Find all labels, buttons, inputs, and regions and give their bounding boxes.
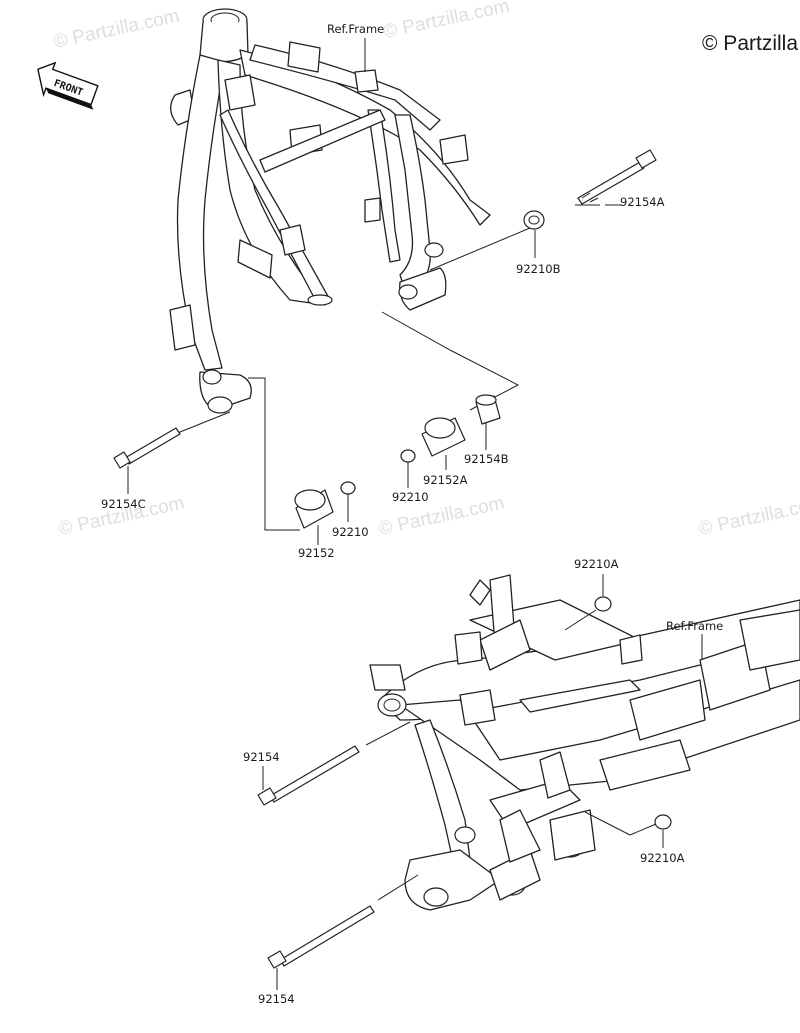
bolt-92154A	[577, 149, 657, 205]
callout-92210-right: 92210	[392, 490, 429, 504]
top-callout-leaders	[127, 38, 536, 545]
callout-92154C: 92154C	[101, 497, 146, 511]
callout-labels: Ref.Frame 92154A 92210B 92154B 92152A 92…	[101, 22, 723, 1006]
nut-92210-left	[340, 481, 356, 495]
nut-92210-right	[400, 449, 416, 463]
callout-92210A-top: 92210A	[574, 557, 619, 571]
callout-92152: 92152	[298, 546, 335, 560]
callout-92210B: 92210B	[516, 262, 561, 276]
callout-92154B: 92154B	[464, 452, 509, 466]
nut-92210B	[523, 210, 545, 230]
bolt-92154-mid	[257, 745, 360, 806]
bottom-leader-lines	[262, 574, 703, 990]
brand-logo: © Partzilla	[702, 32, 798, 55]
collar-92154B	[475, 394, 501, 425]
frame-bottom-view	[369, 574, 800, 911]
watermark: © Partzilla.com	[52, 6, 182, 53]
callout-92210A-bottom: 92210A	[640, 851, 685, 865]
callout-92152A: 92152A	[423, 473, 468, 487]
top-leader-lines	[174, 204, 622, 531]
watermark: © Partzilla.com	[697, 493, 800, 540]
ref-frame-label-top: Ref.Frame	[327, 22, 384, 36]
callout-92210-left: 92210	[332, 525, 369, 539]
frame-top-view	[169, 8, 491, 414]
watermark: © Partzilla.com	[382, 0, 512, 43]
ref-frame-label-bottom: Ref.Frame	[666, 619, 723, 633]
spacer-92152	[294, 489, 334, 529]
front-arrow-icon: FRONT	[37, 61, 99, 110]
bolt-92154C	[113, 427, 181, 469]
nut-92210A-top	[594, 596, 612, 612]
spacer-92152A	[421, 417, 466, 457]
bolt-92154-bottom	[267, 905, 375, 969]
callout-92154-mid: 92154	[243, 750, 280, 764]
callout-92154-bottom: 92154	[258, 992, 295, 1006]
callout-92154A: 92154A	[620, 195, 665, 209]
nut-92210A-bottom	[654, 814, 672, 830]
